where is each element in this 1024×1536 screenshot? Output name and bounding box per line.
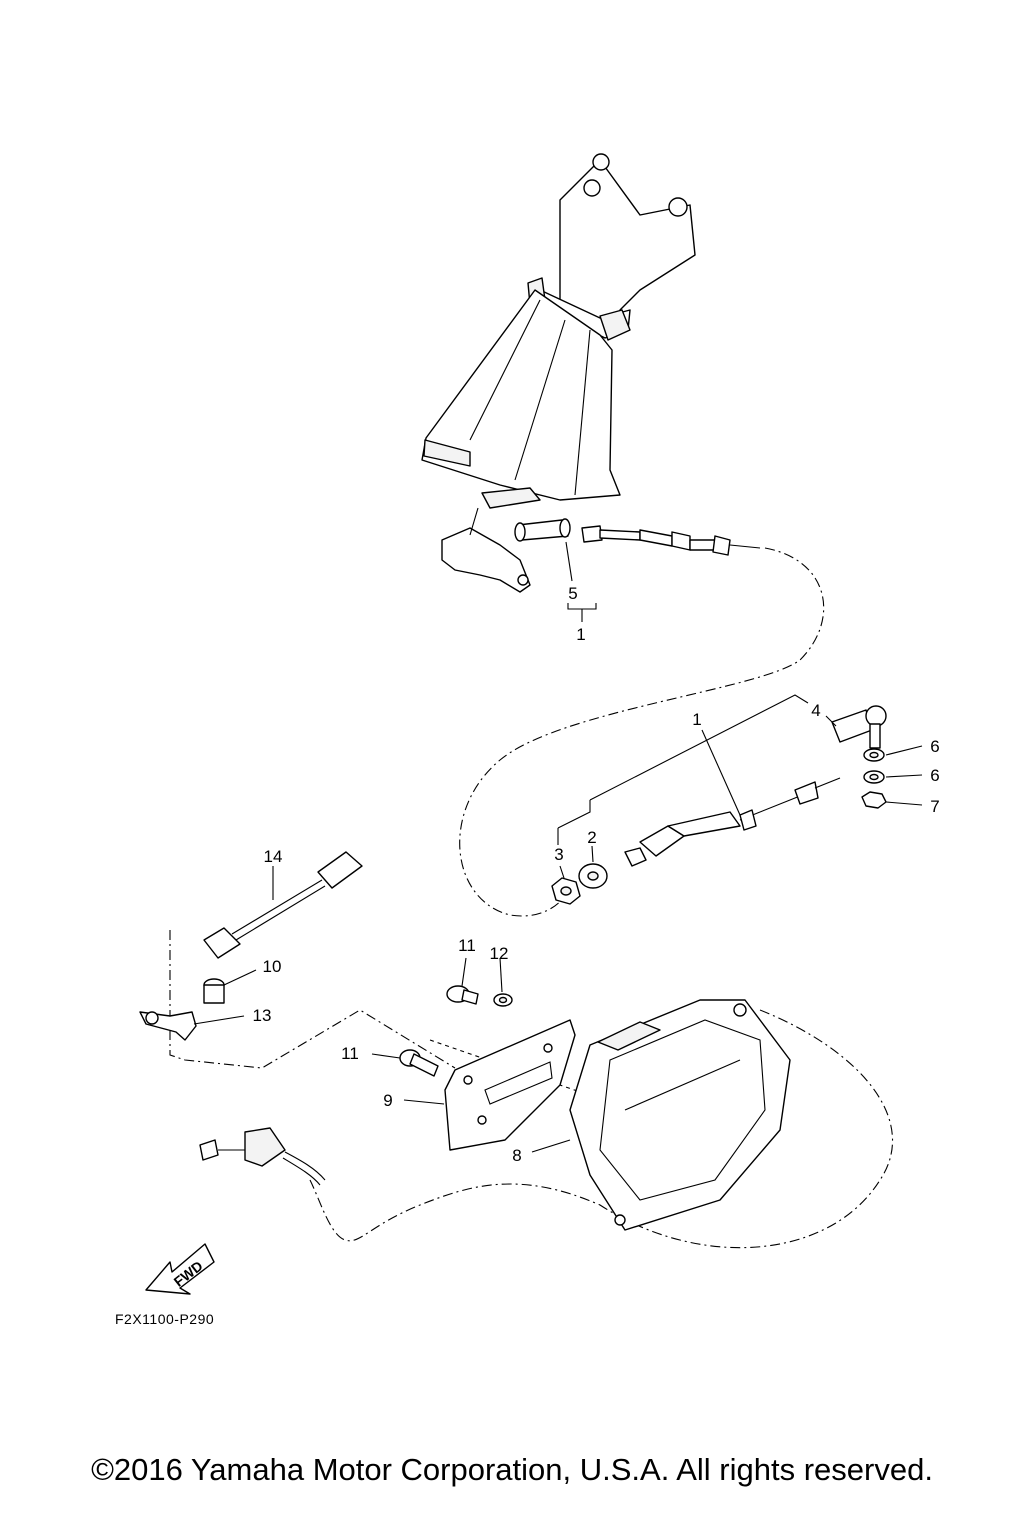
callout-4: 4	[811, 701, 820, 720]
cable-upper-end-illustration	[581, 525, 761, 556]
fwd-arrow-icon: FWD	[145, 1243, 215, 1295]
bolt-part-11a-illustration	[446, 985, 479, 1005]
washer-part-6b-illustration	[863, 770, 885, 784]
callout-5: 5	[568, 584, 577, 603]
washer-part-12-illustration	[493, 993, 513, 1007]
callout-14: 14	[264, 847, 283, 866]
callout-9: 9	[383, 1091, 392, 1110]
ball-joint-part-4-illustration	[831, 705, 887, 749]
washer-part-2-illustration	[578, 863, 608, 889]
callout-8: 8	[512, 1146, 521, 1165]
steering-column-illustration	[421, 153, 696, 593]
bolt-part-11b-illustration	[399, 1049, 439, 1077]
callout-6b: 6	[930, 766, 939, 785]
callout-3: 3	[554, 845, 563, 864]
bracket-part-13-illustration	[139, 1011, 197, 1041]
callout-1a: 1	[576, 625, 585, 644]
control-box-part-8-illustration	[569, 999, 791, 1231]
bracket-plate-part-9-illustration	[444, 1019, 576, 1151]
drawing-code: F2X1100-P290	[115, 1311, 214, 1327]
callout-12: 12	[490, 944, 509, 963]
callout-labels: 5 1 1 4 6 6 7 2 3 14 10 13 11 12 11 9 8	[253, 584, 940, 1165]
callout-10: 10	[263, 957, 282, 976]
shift-cable-illustration	[624, 777, 841, 867]
callout-2: 2	[587, 828, 596, 847]
callout-1b: 1	[692, 710, 701, 729]
harness-connector-illustration	[199, 1127, 326, 1186]
nut-part-7-illustration	[861, 791, 887, 809]
callout-13: 13	[253, 1006, 272, 1025]
callout-6a: 6	[930, 737, 939, 756]
callout-7: 7	[930, 797, 939, 816]
joint-part-5-illustration	[514, 518, 571, 542]
bolt-part-10-illustration	[203, 978, 225, 1004]
lead-wire-part-14-illustration	[203, 851, 363, 959]
callout-11b: 11	[341, 1044, 359, 1063]
copyright-notice: ©2016 Yamaha Motor Corporation, U.S.A. A…	[91, 1452, 933, 1487]
washer-part-6a-illustration	[863, 748, 885, 762]
nut-part-3-illustration	[551, 877, 581, 905]
callout-11a: 11	[458, 936, 476, 955]
leader-lines	[193, 541, 923, 1153]
